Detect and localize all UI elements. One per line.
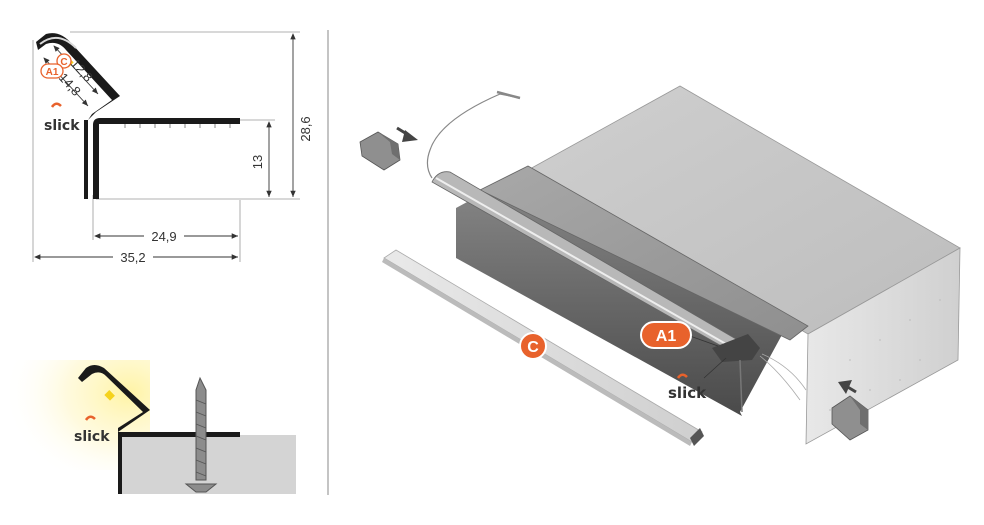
svg-text:C: C <box>527 339 539 356</box>
dim-height-total: 28,6 <box>298 116 313 141</box>
badge-a1-small: A1 <box>40 63 64 79</box>
badge-c-large: C <box>519 332 547 360</box>
arrow-insert-left-icon <box>396 126 418 142</box>
dim-height-inner: 13 <box>250 155 265 169</box>
screw-icon <box>184 376 218 493</box>
svg-text:slick: slick <box>74 429 110 445</box>
arrow-insert-right-icon <box>838 380 857 394</box>
slick-logo-top: slick <box>44 102 80 134</box>
slick-logo-bottom: slick <box>74 415 110 445</box>
installation-section: slick <box>10 360 296 494</box>
svg-text:slick: slick <box>44 118 80 134</box>
slick-logo-iso: slick <box>668 357 727 402</box>
badge-a1-large: A1 <box>640 321 719 349</box>
svg-text:C: C <box>60 57 67 68</box>
dim-width-inner: 24,9 <box>151 229 176 244</box>
svg-text:A1: A1 <box>46 67 59 78</box>
badge-c-small: C <box>56 53 72 69</box>
dim-width-total: 35,2 <box>120 250 145 265</box>
end-cap-right-icon <box>831 395 869 441</box>
end-cap-left-icon <box>359 131 401 171</box>
profile-cross-section: 12,8 14,8 C A1 slick 28,6 13 24,9 35,2 <box>32 31 313 265</box>
isometric-assembly: A1 C slick <box>359 85 961 446</box>
svg-text:A1: A1 <box>656 328 677 345</box>
svg-text:slick: slick <box>668 384 707 402</box>
